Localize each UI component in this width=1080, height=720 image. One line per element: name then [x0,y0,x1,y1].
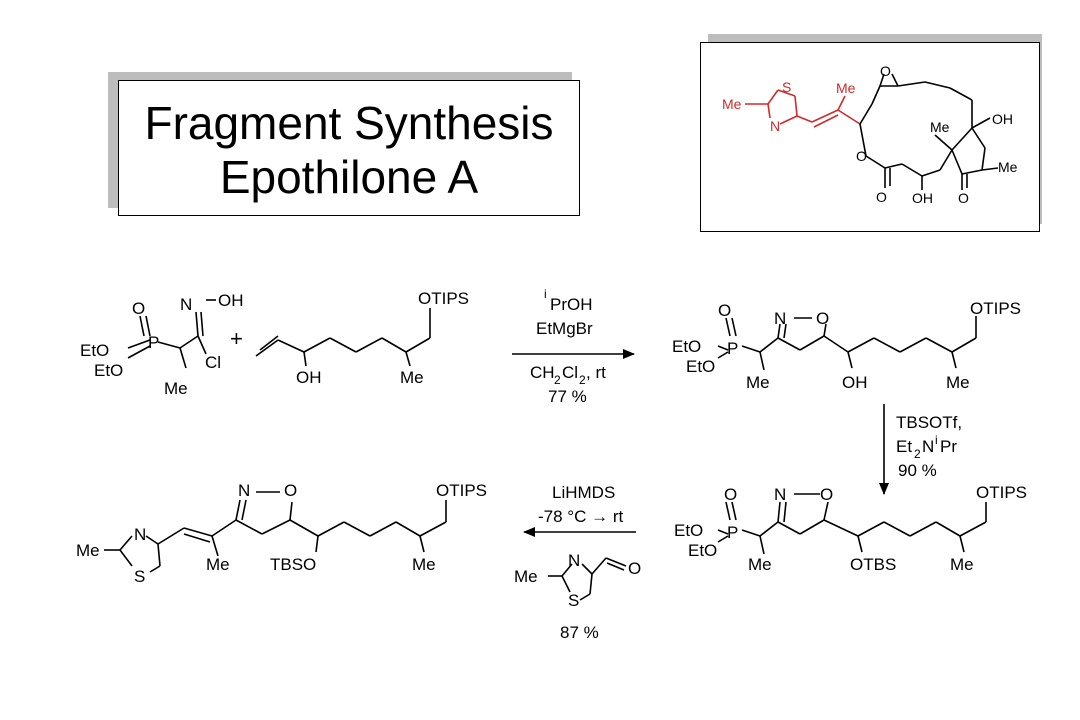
step1-yield: 77 % [548,387,587,406]
me-left-label: Me [722,96,742,112]
final-product: Me N S Me N O TBSO Me OTIPS [76,481,487,586]
final-thiazole-me: Me [76,541,100,560]
step3-conditions: -78 °C → rt [538,507,623,526]
epoxide-o-label: O [880,63,891,79]
step1-iproh: PrOH [550,295,593,314]
final-vinyl-me: Me [206,555,230,574]
final-isoxazoline-o: O [284,481,297,500]
sm1-oxime-n-label: N [180,295,192,314]
ring-n-label: N [770,118,780,134]
prod2-me-label: Me [748,555,772,574]
plus-sign: + [230,326,243,351]
carbonyl-o1-label: O [876,189,887,205]
thiazole-side-chain [745,89,861,128]
step2-yield: 90 % [898,461,937,480]
step2-base-pr: Pr [940,437,957,456]
thiazole-aldehyde: Me N S O [514,551,641,610]
prod2-p-label: P [727,523,738,542]
step1-solvent-rt: , rt [586,363,606,382]
step2-base: Et 2 N i Pr [896,433,957,461]
step1-solvent-cl: Cl [562,363,578,382]
step2-arrow-group: TBSOTf, Et 2 N i Pr 90 % [879,404,962,495]
sm2-otips-label: OTIPS [418,289,469,308]
title-line-2: Epothilone A [219,151,479,203]
hydroxyl-label: OH [992,111,1013,127]
prod1-eto-label-1: EtO [672,337,701,356]
prod1-eto-label-2: EtO [686,357,715,376]
step2-base-et: Et [896,437,912,456]
me-top-label: Me [836,80,856,96]
title-box [118,80,580,216]
step1-solvent-sub: 2 [554,373,561,387]
prod2-p-oxygen-label: O [724,485,737,504]
step1-solvent: CH 2 Cl 2 , rt [530,363,606,387]
prod1-isoxazoline-n: N [774,309,786,328]
me-right-label: Me [998,159,1018,175]
aldehyde-n-label: N [568,551,580,570]
sm1-eto-label-1: EtO [80,341,109,360]
prod1-me-label: Me [746,373,770,392]
step2-base-sub: 2 [914,447,921,461]
step2-tbsotf: TBSOTf, [896,413,962,432]
ester-o-label: O [856,148,867,164]
sm1-p-label: P [148,333,159,352]
product-2: EtO EtO P O N O Me OTBS Me OTIPS [674,483,1027,574]
step2-base-sup: i [935,433,938,447]
prod1-isoxazoline-o: O [816,309,829,328]
aldehyde-o-label: O [628,559,641,578]
final-me2-label: Me [412,555,436,574]
me-mid-label: Me [930,119,950,135]
prod2-isoxazoline-n: N [774,485,786,504]
step1-iso-superscript: i [544,287,547,301]
prod2-eto-label-1: EtO [674,521,703,540]
prod2-isoxazoline-o: O [820,485,833,504]
step3-arrow-group: LiHMDS -78 °C → rt Me N S O [514,483,641,642]
sm1-me-label: Me [164,379,188,398]
step2-base-n: N [922,437,934,456]
sm1-p-oxygen-label: O [132,299,145,318]
slide-title: Fragment Synthesis Epothilone A [118,96,580,204]
sm2-oh-label: OH [296,368,322,387]
sm1-eto-label-2: EtO [94,361,123,380]
macrolide-ring [859,73,999,190]
prod2-otips-label: OTIPS [976,483,1027,502]
epothilone-structure: Me S N Me [722,63,1018,206]
prod2-me2-label: Me [950,555,974,574]
oh-bottom-label: OH [912,190,933,206]
final-thiazole-s: S [134,567,145,586]
sm1-cl-label: Cl [205,353,221,372]
prod1-otips-label: OTIPS [970,299,1021,318]
prod1-p-label: P [727,339,738,358]
prod1-p-oxygen-label: O [718,301,731,320]
ring-s-label: S [782,79,791,95]
step1-arrow-group: i PrOH EtMgBr CH 2 Cl 2 , rt 77 % [512,287,635,406]
sm1-oxime-oh-label: OH [218,291,244,310]
aldehyde-s-label: S [568,591,579,610]
sm2-me-label: Me [400,368,424,387]
step3-yield: 87 % [560,623,599,642]
product-1: EtO EtO P O N O Me OH Me OTIPS [672,299,1021,392]
title-line-1: Fragment Synthesis [144,97,554,149]
step1-grignard: EtMgBr [536,319,593,338]
aldehyde-me-label: Me [514,567,538,586]
structure-box [700,42,1040,232]
prod1-me2-label: Me [946,373,970,392]
prod2-otbs-label: OTBS [850,555,896,574]
final-thiazole-n: N [134,525,146,544]
final-isoxazoline-n: N [238,481,250,500]
step1-solvent-ch: CH [530,363,555,382]
prod1-oh-label: OH [842,373,868,392]
step1-solvent-sub2: 2 [579,373,586,387]
final-otips-label: OTIPS [436,481,487,500]
final-tbso-label: TBSO [270,555,316,574]
carbonyl-o2-label: O [958,190,969,206]
starting-material-2: OTIPS OH Me [255,289,469,387]
starting-material-1: EtO EtO P O N OH Cl Me [80,291,244,398]
step3-base: LiHMDS [552,483,615,502]
prod2-eto-label-2: EtO [688,541,717,560]
